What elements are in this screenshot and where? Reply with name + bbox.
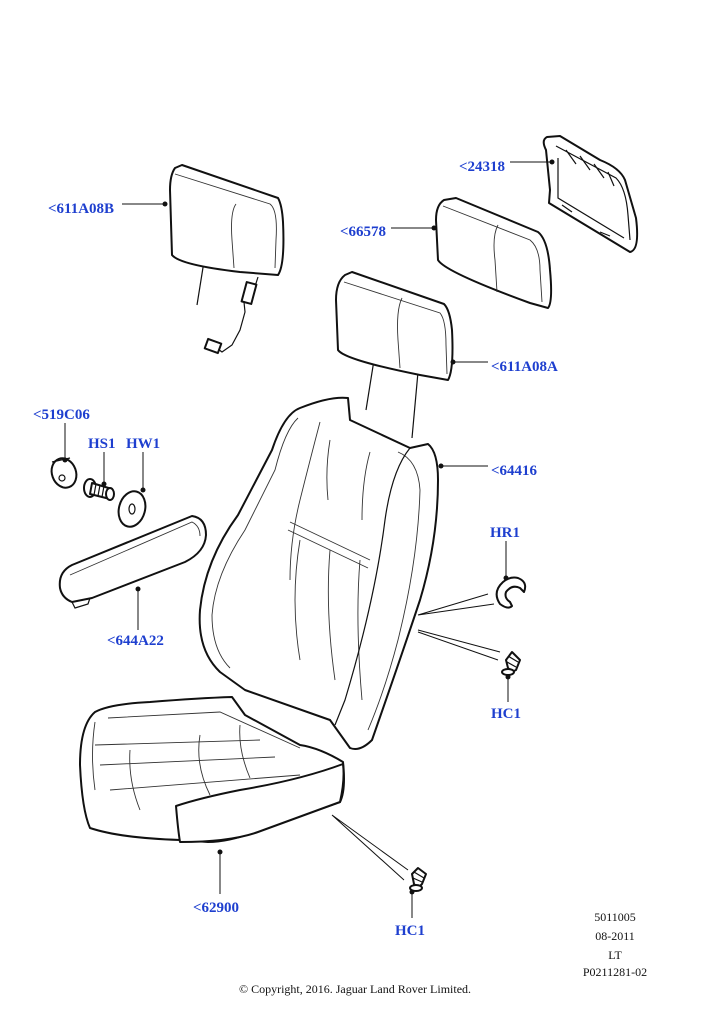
label-clip-back: HC1 [491,706,521,722]
frame-illustration [542,135,639,253]
label-armrest: <644A22 [107,633,164,649]
label-washer: HW1 [126,436,160,452]
label-back-cover: <64416 [491,463,538,479]
label-clip-cushion: HC1 [395,923,425,939]
label-frame: <24318 [459,159,505,175]
clip-cushion-illustration [409,867,427,892]
diagram-code: 5011005 [594,910,636,924]
diagram-date: 08-2011 [595,929,635,943]
label-screw: HS1 [88,436,116,452]
armrest-illustration [58,515,207,609]
ring-illustration [495,576,527,609]
screw-illustration [83,478,115,501]
illustration-number: P0211281-02 [583,965,647,979]
label-headrest-b: <611A08B [48,201,114,217]
label-cushion: <62900 [193,900,239,916]
label-knob: <519C06 [33,407,90,423]
seat-back-illustration [198,396,439,750]
label-headrest-a: <611A08A [491,359,558,375]
leader-lines [62,159,555,918]
knob-illustration [50,457,78,489]
diagram-side: LT [608,948,622,962]
clip-back-illustration [501,651,521,676]
headrest-b-illustration [169,164,285,355]
copyright-notice: © Copyright, 2016. Jaguar Land Rover Lim… [239,982,471,996]
pad-illustration [435,197,553,309]
washer-illustration [117,490,147,528]
label-pad: <66578 [340,224,386,240]
cushion-illustration [79,696,345,843]
label-ring: HR1 [490,525,520,541]
headrest-a-illustration [335,271,454,439]
